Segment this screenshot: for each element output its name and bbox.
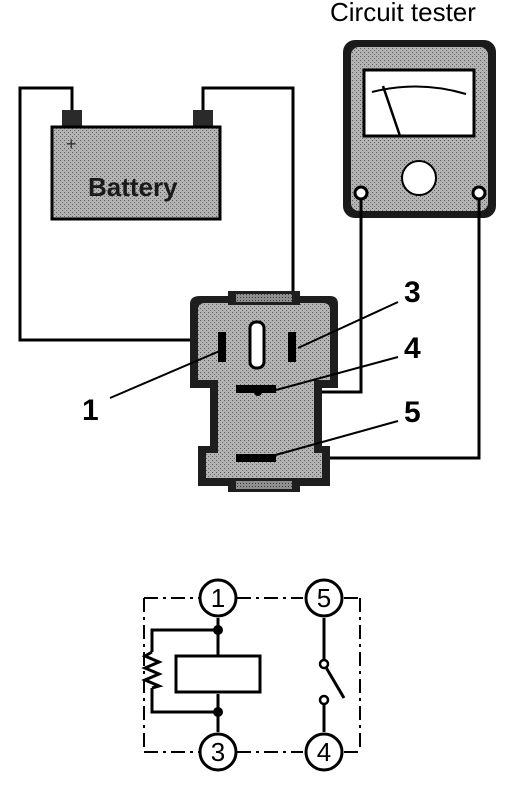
resistor-symbol	[141, 650, 164, 690]
switch-blade	[322, 663, 346, 699]
relay-schematic: 1 5 3 4	[141, 578, 361, 772]
relay-center-terminal	[248, 320, 266, 370]
battery-plus-symbol: +	[66, 134, 77, 154]
callout-5: 5	[404, 396, 421, 429]
callout-1: 1	[82, 394, 99, 427]
coil-symbol	[174, 654, 262, 694]
relay-terminal-3	[288, 332, 296, 362]
wire-tester-right-to-terminal-5	[260, 199, 481, 460]
schematic-pin-3: 3	[211, 737, 225, 767]
leader-lines	[109, 301, 399, 457]
relay-terminal-1	[218, 332, 226, 362]
schematic-pin-5-circle	[304, 578, 344, 618]
schematic-pin-4: 4	[317, 737, 331, 767]
circuit-tester	[343, 40, 496, 218]
switch-contact-upper	[318, 658, 330, 670]
schematic-pin-1: 1	[211, 583, 225, 613]
callout-4: 4	[404, 332, 421, 365]
callout-3: 3	[404, 276, 421, 309]
meter-needle	[381, 85, 402, 137]
meter-knob	[401, 160, 437, 196]
wire-battery-left-to-terminal-1	[18, 86, 222, 342]
meter-terminal-right	[471, 185, 487, 201]
wire-battery-right-to-terminal-3	[201, 86, 295, 348]
circuit-tester-title: Circuit tester	[330, 0, 476, 27]
schematic-pin-4-circle	[304, 732, 344, 772]
schematic-pin-3-circle	[198, 732, 238, 772]
schematic-pin-5: 5	[317, 583, 331, 613]
schematic-pin-1-circle	[198, 578, 238, 618]
meter-dial	[362, 68, 476, 138]
battery-label: Battery	[88, 172, 178, 202]
meter-terminal-left	[353, 185, 369, 201]
switch-contact-lower	[318, 694, 330, 706]
relay	[190, 291, 338, 492]
battery: + Battery	[50, 110, 222, 221]
